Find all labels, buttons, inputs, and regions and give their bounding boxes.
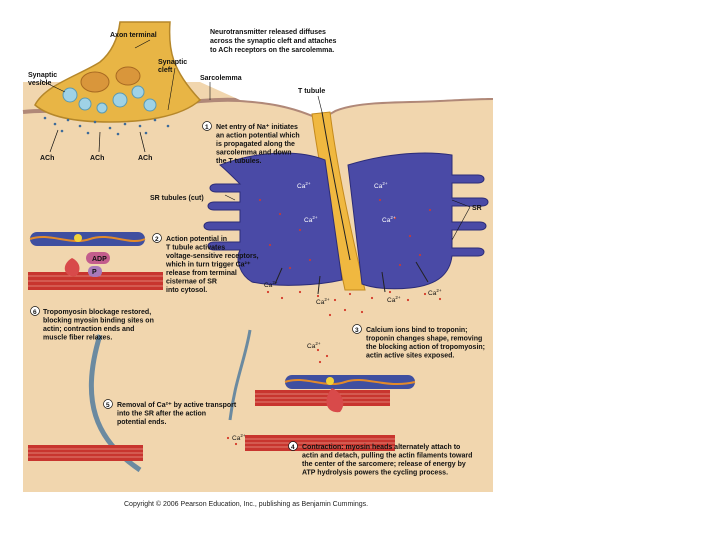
step-4-text: Contraction: myosin heads alternately at… xyxy=(302,444,474,477)
sr-right xyxy=(347,152,489,290)
step-5-marker xyxy=(103,399,113,409)
svg-text:Ca2+: Ca2+ xyxy=(297,181,311,190)
sr-tubules-label: SR tubules (cut) xyxy=(150,195,204,202)
step-5: 5 Removal of Ca²⁺ by active transport in… xyxy=(103,399,238,426)
calcium-labels: Ca2+ Ca2+ Ca2+ Ca2+ Ca2+ Ca2+ Ca2+ Ca2+ … xyxy=(232,181,442,442)
step-4-number: 4 xyxy=(291,444,295,451)
sr-label: SR xyxy=(472,205,482,212)
step-6-marker xyxy=(30,306,40,316)
svg-text:Ca2+: Ca2+ xyxy=(307,341,321,350)
svg-text:Ca2+: Ca2+ xyxy=(382,215,396,224)
membrane-fill-top xyxy=(200,82,493,117)
svg-text:Ca2+: Ca2+ xyxy=(304,215,318,224)
svg-text:Ca2+: Ca2+ xyxy=(316,297,330,306)
p-label: P xyxy=(92,269,97,276)
step-3-marker xyxy=(352,324,362,334)
ach-pointer-lines xyxy=(49,129,146,153)
svg-text:Ca2+: Ca2+ xyxy=(232,433,246,442)
synaptic-vesicle-label: Synaptic vesicle xyxy=(28,72,59,87)
svg-text:Ca2+: Ca2+ xyxy=(428,288,442,297)
step-3-text: Calcium ions bind to troponin; troponin … xyxy=(366,327,487,360)
ach-label-3: ACh xyxy=(138,155,152,162)
myofilament-band-right xyxy=(245,375,416,451)
copyright: Copyright © 2006 Pearson Education, Inc.… xyxy=(124,500,368,508)
svg-text:Ca2+: Ca2+ xyxy=(264,280,278,289)
step-3-number: 3 xyxy=(355,327,359,334)
myofilament-band-left xyxy=(28,232,163,290)
step-4-marker xyxy=(288,441,298,451)
sr-left xyxy=(203,152,343,286)
synaptic-cleft-label: Synaptic cleft xyxy=(158,59,189,74)
step-6-number: 6 xyxy=(33,309,37,316)
step-1: 1 Net entry of Na⁺ initiates an action p… xyxy=(202,121,302,165)
ach-molecules xyxy=(43,116,170,136)
step-2: 2 Action potential in T tubule activates… xyxy=(152,233,261,294)
ach-label-2: ACh xyxy=(90,155,104,162)
header-caption: Neurotransmitter released diffuses acros… xyxy=(210,29,338,54)
step-6: 6 Tropomyosin blockage restored, blockin… xyxy=(30,306,156,342)
step-2-text: Action potential in T tubule activates v… xyxy=(165,236,261,294)
flow-arrows xyxy=(274,111,429,295)
leader-lines xyxy=(39,39,471,241)
step-2-number: 2 xyxy=(155,236,159,243)
svg-text:Ca2+: Ca2+ xyxy=(387,295,401,304)
step-3: 3 Calcium ions bind to troponin; troponi… xyxy=(352,324,487,360)
step-1-number: 1 xyxy=(205,124,209,131)
sarcolemma-label: Sarcolemma xyxy=(200,75,242,82)
step-1-marker xyxy=(202,121,212,131)
adp-label: ADP xyxy=(92,256,107,263)
actin-band-left xyxy=(28,445,143,461)
step-6-text: Tropomyosin blockage restored, blocking … xyxy=(43,309,156,342)
t-tubule-label: T tubule xyxy=(298,88,325,95)
step-2-marker xyxy=(152,233,162,243)
ach-label-1: ACh xyxy=(40,155,54,162)
step-5-number: 5 xyxy=(106,402,110,409)
svg-text:Ca2+: Ca2+ xyxy=(374,181,388,190)
axon-terminal-label: Axon terminal xyxy=(110,32,157,39)
calcium-dots xyxy=(226,199,442,446)
step-5-text: Removal of Ca²⁺ by active transport into… xyxy=(117,402,238,426)
adp-badge xyxy=(86,252,110,264)
recycle-arrow-right xyxy=(228,329,252,421)
synaptic-vesicles xyxy=(62,66,157,114)
step-1-text: Net entry of Na⁺ initiates an action pot… xyxy=(216,124,302,165)
p-badge xyxy=(88,266,102,277)
step-4: 4 Contraction: myosin heads alternately … xyxy=(288,441,474,477)
